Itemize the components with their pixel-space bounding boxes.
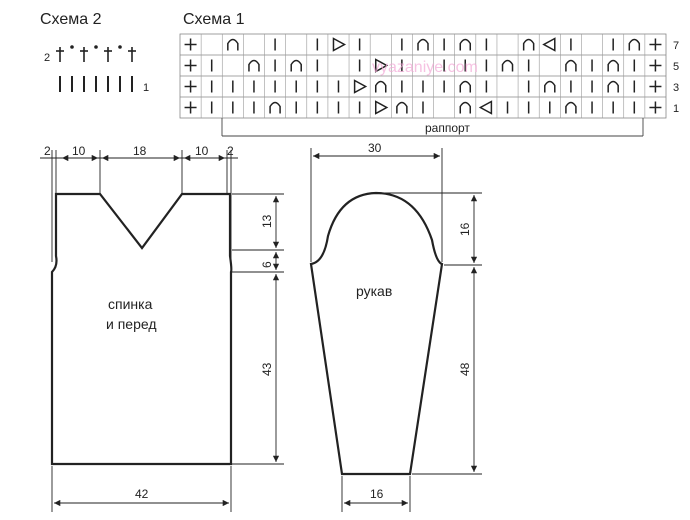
watermark: vyazaniye.com <box>372 59 478 76</box>
chart-symbol <box>522 38 535 51</box>
chart-symbol <box>544 80 556 93</box>
scheme1-title: Схема 1 <box>183 11 245 28</box>
scheme2-bottom-row <box>59 76 133 92</box>
sleeve-dim-cap: 16 <box>458 222 472 236</box>
chart-symbol <box>396 101 408 114</box>
repeat-label: раппорт <box>425 121 470 135</box>
body-dim-neck-width: 18 <box>133 144 147 158</box>
row-number-1: 1 <box>673 103 679 115</box>
body-dim-height: 43 <box>260 362 274 376</box>
chart-symbol <box>374 100 389 115</box>
chart-symbol <box>184 101 197 114</box>
chart-symbol <box>227 38 239 51</box>
chart-symbol <box>184 80 197 93</box>
body-dim-armhole: 6 <box>260 261 274 268</box>
chart-symbol <box>649 38 662 51</box>
row-number-3: 3 <box>673 82 679 94</box>
sleeve-dim-top: 30 <box>368 141 382 155</box>
chart-symbol <box>184 59 197 72</box>
chart-symbol <box>542 37 556 52</box>
chart-symbol <box>332 37 347 52</box>
body-label-line1: спинка <box>108 296 153 312</box>
body-dim-neck-depth: 13 <box>260 214 274 228</box>
sleeve-dim-cuff: 16 <box>370 487 384 501</box>
body-dim-right-shoulder: 10 <box>195 144 209 158</box>
chart-symbol <box>649 59 662 72</box>
chart-symbol <box>290 59 302 72</box>
sleeve-label: рукав <box>356 283 392 299</box>
chart-symbol <box>501 59 514 72</box>
body-bottom-dimension <box>51 466 232 512</box>
scheme2-row-number-top: 2 <box>44 52 50 64</box>
chart-symbol <box>607 59 619 72</box>
chart-symbol <box>248 59 260 72</box>
scheme2-title: Схема 2 <box>40 11 102 28</box>
body-dim-width: 42 <box>135 487 149 501</box>
body-dim-left-shoulder: 10 <box>72 144 86 158</box>
scheme2-row-number-bottom: 1 <box>143 82 149 94</box>
chart-symbol <box>649 80 662 93</box>
chart-symbol <box>417 38 429 51</box>
chart-symbol <box>478 100 493 115</box>
body-dim-left-edge: 2 <box>44 144 51 158</box>
chart-symbol <box>649 101 662 114</box>
chart-symbol <box>353 79 368 94</box>
scheme1-symbols <box>184 37 662 115</box>
chart-symbol <box>374 80 387 93</box>
chart-symbol <box>607 80 619 93</box>
sleeve-dimensions <box>310 148 482 512</box>
body-dim-right-edge: 2 <box>227 144 234 158</box>
row-number-5: 5 <box>673 61 679 73</box>
chart-symbol <box>565 101 577 114</box>
body-right-dimensions <box>232 193 284 465</box>
scheme1-grid-columns <box>200 34 646 118</box>
row-number-7: 7 <box>673 40 679 52</box>
chart-symbol <box>269 101 281 114</box>
scheme2-top-row <box>56 45 136 62</box>
chart-symbol <box>628 38 641 51</box>
sleeve-piece-outline <box>309 191 444 476</box>
sleeve-dim-length: 48 <box>458 362 472 376</box>
chart-symbol <box>459 101 472 114</box>
repeat-bracket <box>221 118 644 137</box>
chart-symbol <box>565 59 577 72</box>
scheme2-chart <box>56 45 136 92</box>
chart-symbol <box>184 38 197 51</box>
chart-symbol <box>459 38 472 51</box>
body-label-line2: и перед <box>106 316 157 332</box>
chart-symbol <box>459 80 472 93</box>
chart-symbol <box>374 58 389 73</box>
body-piece-outline <box>50 192 233 466</box>
scheme1-grid <box>179 33 667 119</box>
